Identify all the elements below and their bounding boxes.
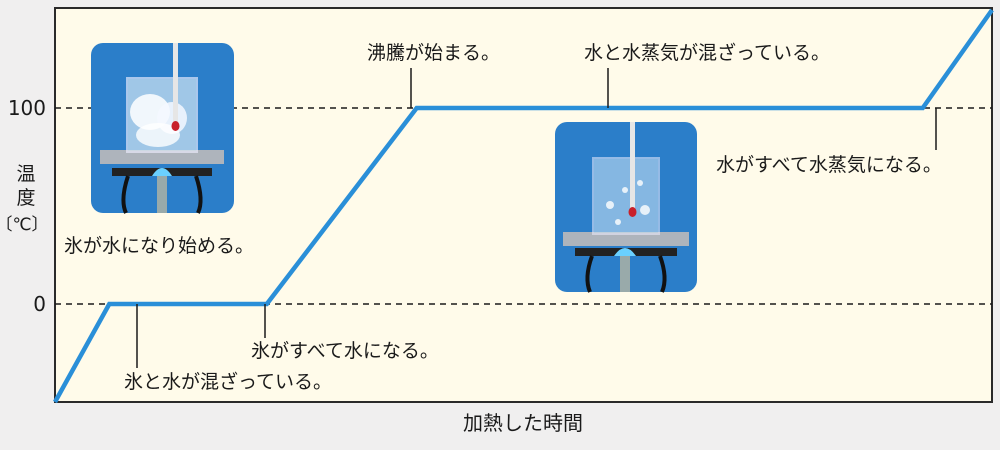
annotation-water-steam-mixed: 水と水蒸気が混ざっている。	[584, 41, 830, 64]
y-axis-label-3: 〔℃〕	[0, 215, 49, 235]
photo-boiling-beaker	[555, 122, 697, 293]
x-axis-label: 加熱した時間	[463, 411, 583, 435]
y-tick-100: 100	[8, 96, 46, 120]
annotation-all-water: 氷がすべて水になる。	[251, 340, 439, 362]
annotation-ice-starts-melting: 氷が水になり始める。	[64, 235, 254, 257]
y-tick-0: 0	[33, 292, 46, 316]
annotation-boiling-starts: 沸騰が始まる。	[367, 42, 500, 64]
y-axis-label-2: 度	[16, 187, 35, 209]
photo-ice-beaker	[91, 43, 234, 214]
annotation-ice-water-mixed: 氷と水が混ざっている。	[124, 370, 332, 393]
annotation-all-steam: 水がすべて水蒸気になる。	[716, 154, 942, 176]
y-axis-label-1: 温	[16, 163, 35, 185]
heating-curve-line	[53, 8, 994, 404]
